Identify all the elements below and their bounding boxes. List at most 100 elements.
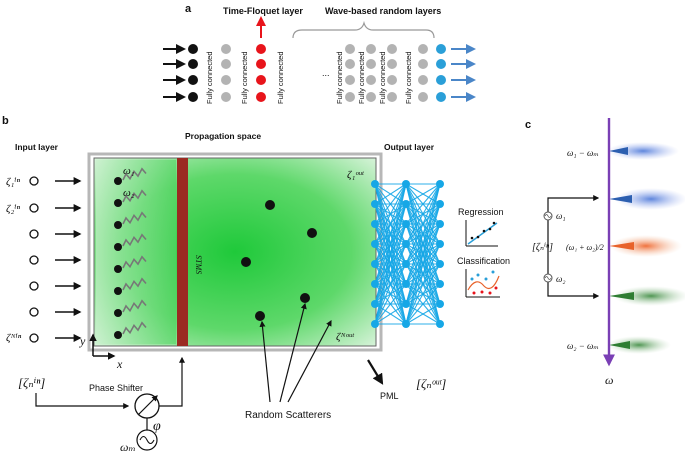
panel-b: b Input layer Propagation space Output l… <box>2 115 510 454</box>
hidden-node <box>402 240 410 248</box>
pml-pointer <box>367 359 384 385</box>
output-node <box>371 180 379 188</box>
hidden-node <box>436 280 444 288</box>
hidden-node <box>345 92 355 102</box>
omega-m-label: ωₘ <box>120 440 136 454</box>
source-dot <box>114 331 122 339</box>
connection <box>405 203 441 325</box>
input-layer-title: Input layer <box>15 142 59 152</box>
time-floquet-layer-title: Time-Floquet layer <box>223 6 303 16</box>
connection <box>405 223 441 325</box>
output-node <box>371 200 379 208</box>
output-layer-title: Output layer <box>384 142 435 152</box>
input-symbol-1: ζ₁ⁱⁿ <box>6 176 20 188</box>
source-dot <box>114 221 122 229</box>
scatterers <box>241 200 317 321</box>
input-node <box>188 59 198 69</box>
hidden-node <box>436 240 444 248</box>
connection <box>374 183 407 305</box>
hidden-node <box>436 260 444 268</box>
hidden-node <box>418 75 428 85</box>
connection <box>405 183 441 325</box>
hidden-node <box>387 75 397 85</box>
hidden-node <box>402 180 410 188</box>
regression-label: Regression <box>458 207 504 217</box>
panel-a-ellipsis: ... <box>322 68 330 78</box>
band-blue <box>615 188 685 210</box>
source-dot <box>114 177 122 185</box>
connection <box>405 263 441 325</box>
classification-label: Classification <box>457 256 510 266</box>
omega2-branch <box>547 246 600 299</box>
floquet-node <box>256 59 266 69</box>
classification-plot-icon <box>465 269 500 298</box>
hidden-node <box>387 44 397 54</box>
source-dot <box>114 287 122 295</box>
connection <box>374 183 407 205</box>
input-symbol-n: ζᴺⁱⁿ <box>6 332 22 344</box>
output-node <box>436 59 446 69</box>
band-green <box>613 286 685 306</box>
connection <box>405 243 441 325</box>
panel-a: a Time-Floquet layer Wave-based random l… <box>163 3 476 104</box>
shifter-to-stms-wire <box>159 356 185 407</box>
connection <box>405 183 441 245</box>
stms-bar <box>177 158 188 346</box>
omega2-source-label: ω₂ <box>123 187 135 199</box>
hidden-node <box>366 44 376 54</box>
hidden-node <box>402 200 410 208</box>
wave-squiggle <box>122 233 147 247</box>
connection <box>374 283 407 325</box>
wave-squiggle <box>122 321 147 335</box>
connection <box>405 183 441 225</box>
zeta-n-out-label: [ζₙᵒᵘᵗ] <box>416 376 446 391</box>
connection <box>405 183 441 265</box>
spike-blue-top <box>609 147 628 155</box>
hidden-node <box>418 59 428 69</box>
hidden-node <box>402 280 410 288</box>
spike-blue <box>609 195 632 203</box>
y-axis-label: y <box>79 334 86 348</box>
wave-squiggle <box>122 211 147 225</box>
hidden-node <box>345 44 355 54</box>
omega-average-label: (ω₁ + ω₂)/2 <box>566 243 604 252</box>
output-symbol-n: ζᴺᵒᵘᵗ <box>336 331 355 343</box>
output-node <box>371 260 379 268</box>
connection <box>405 183 441 285</box>
output-network <box>371 180 444 328</box>
hidden-node <box>366 92 376 102</box>
hidden-node <box>402 300 410 308</box>
phase-shifter-arrow <box>137 395 158 416</box>
hidden-node <box>436 320 444 328</box>
output-node <box>371 280 379 288</box>
propagation-space-title: Propagation space <box>185 131 261 141</box>
input-node <box>29 176 39 186</box>
output-symbol-1: ζ₁ᵒᵘᵗ <box>347 169 365 181</box>
scatterer <box>307 228 317 238</box>
floquet-node <box>256 44 266 54</box>
input-node <box>188 92 198 102</box>
output-node <box>371 220 379 228</box>
band-orange <box>610 235 682 257</box>
hidden-node <box>221 92 231 102</box>
scatterer <box>300 293 310 303</box>
floquet-node <box>256 92 266 102</box>
hidden-node <box>436 220 444 228</box>
input-node <box>29 333 39 343</box>
fully-connected-label: Fully connected <box>404 51 413 104</box>
connection <box>374 183 407 265</box>
floquet-node <box>256 75 266 85</box>
scatterer <box>241 257 251 267</box>
panel-b-label: b <box>2 115 9 127</box>
fully-connected-label: Fully connected <box>205 51 214 104</box>
source-field <box>96 160 176 344</box>
input-node <box>29 255 39 265</box>
wave-random-layers-title: Wave-based random layers <box>325 6 441 16</box>
wave-squiggle <box>122 189 147 203</box>
hidden-node <box>418 92 428 102</box>
connection <box>374 223 407 325</box>
phase-shifter-label: Phase Shifter <box>89 383 143 393</box>
omega2-label: ω₂ <box>556 274 565 284</box>
stms-label: STMS <box>194 255 203 274</box>
